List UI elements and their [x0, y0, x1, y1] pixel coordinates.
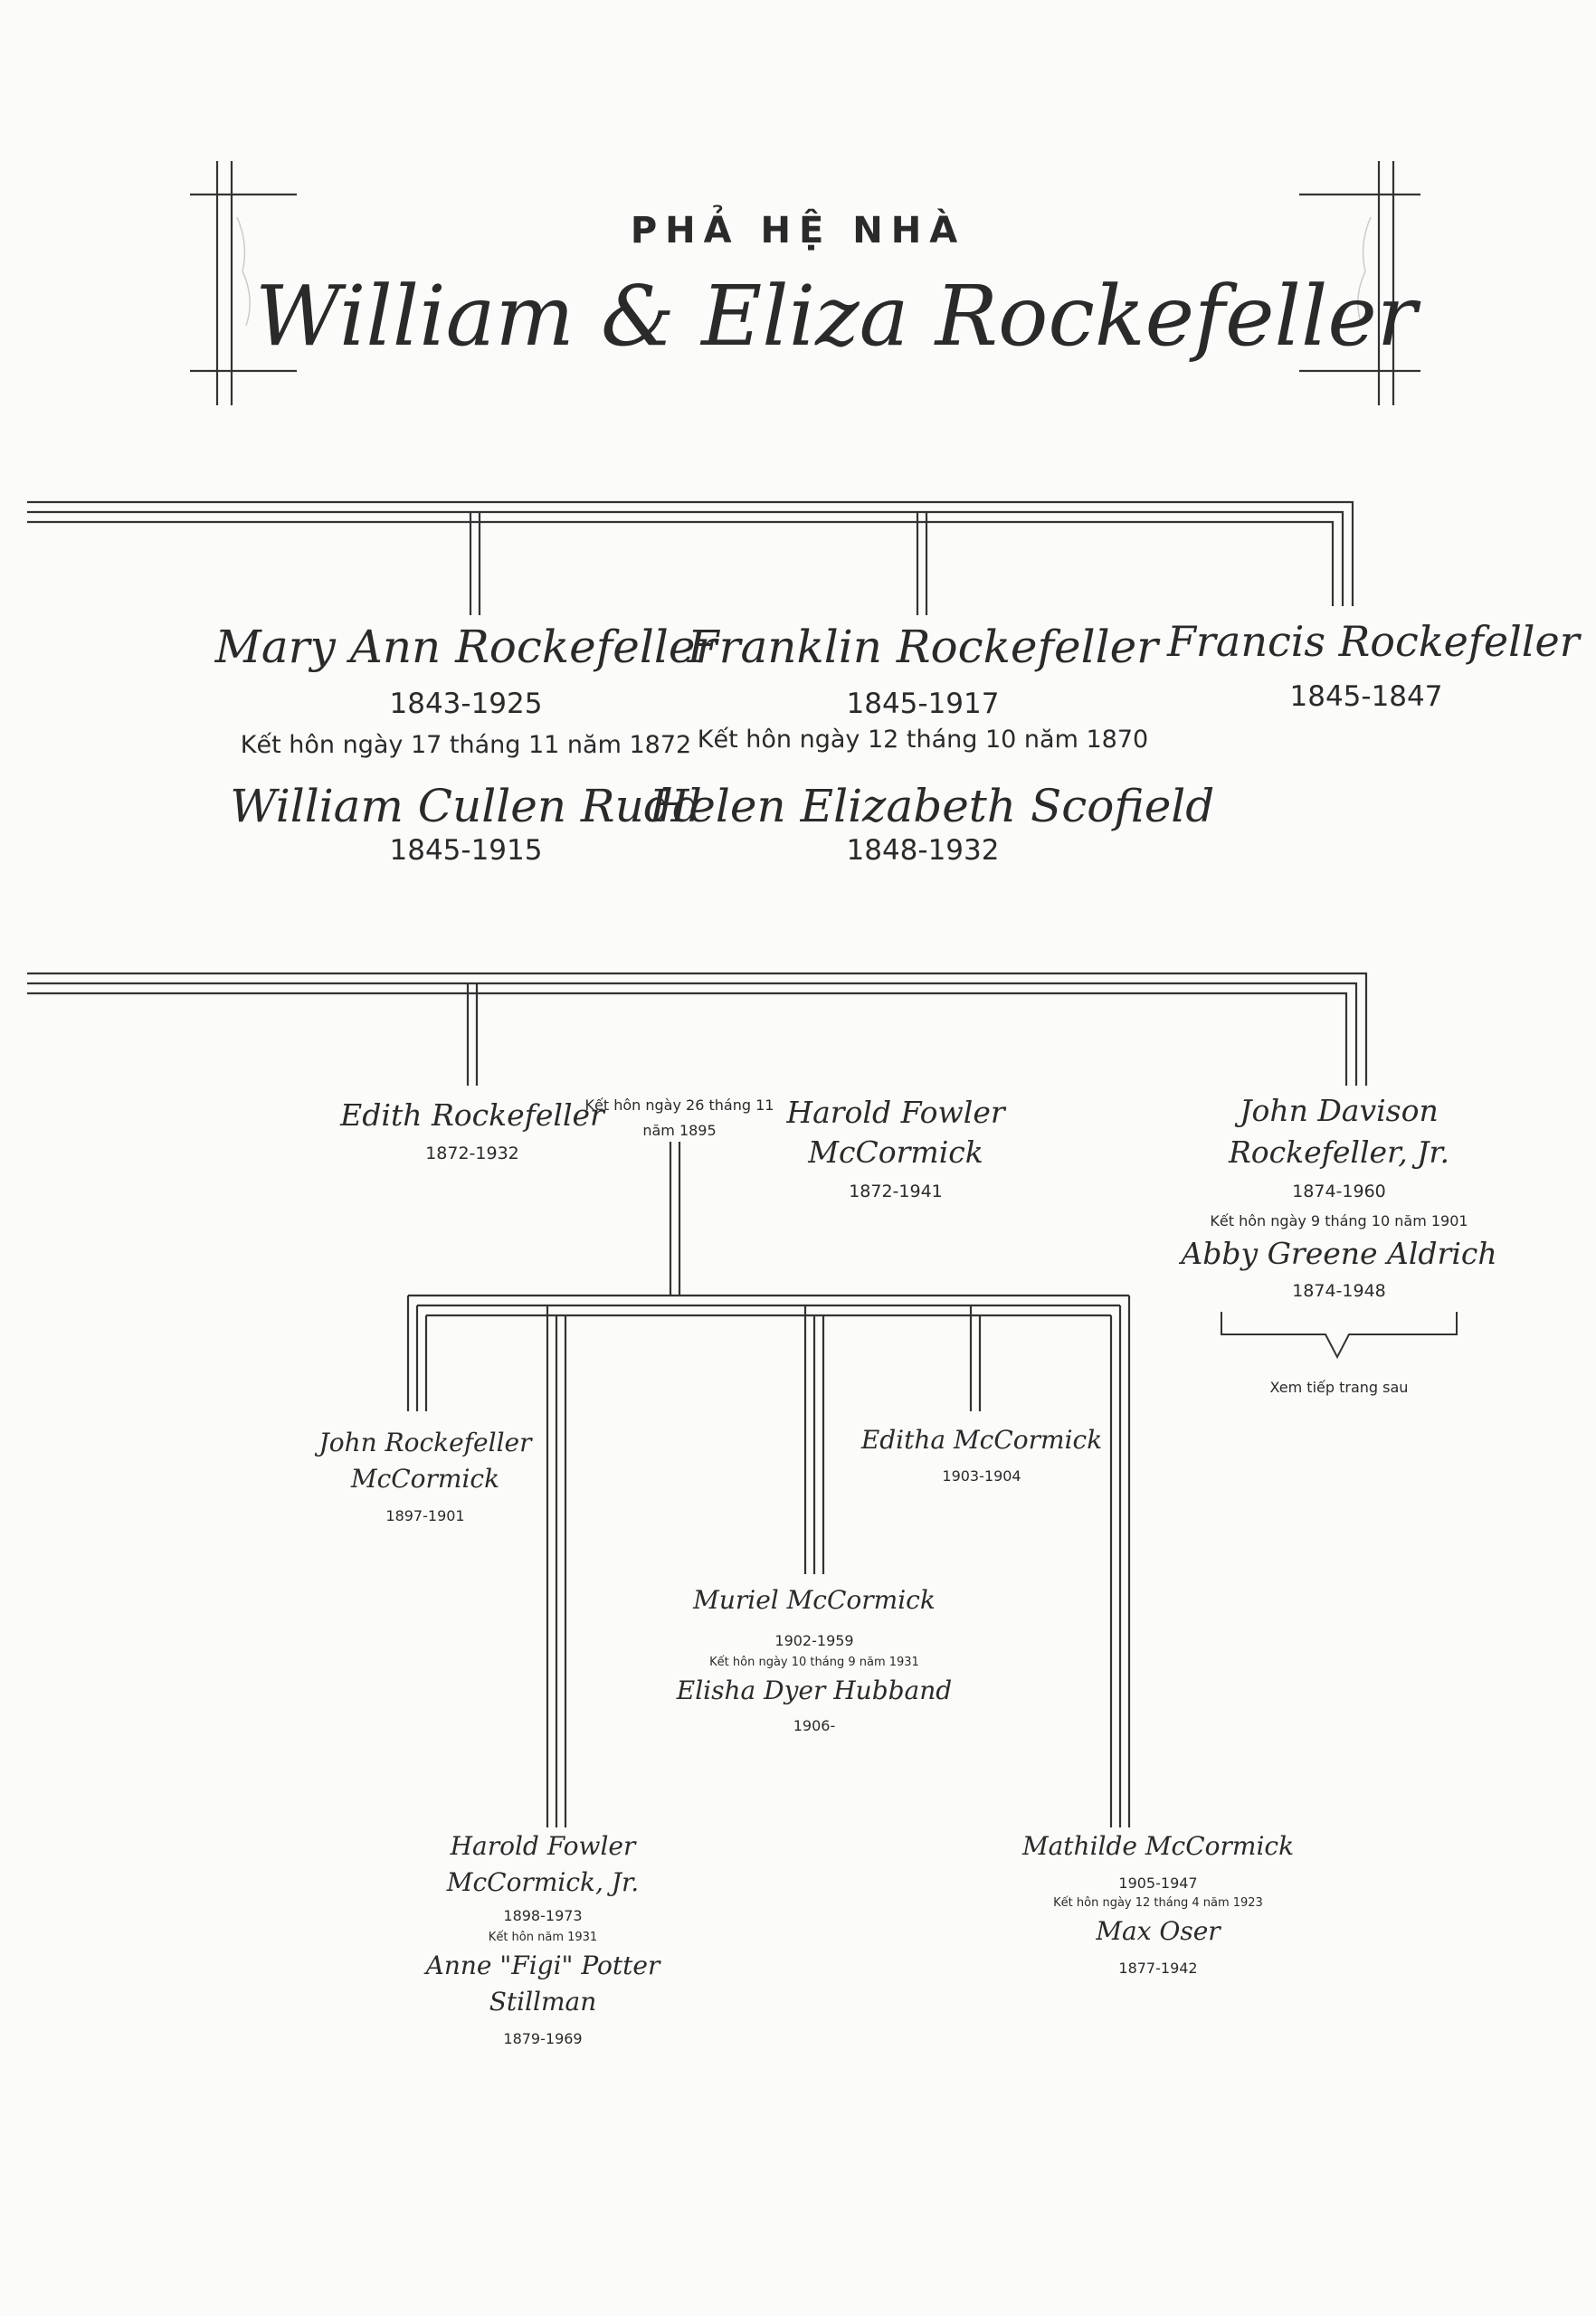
- spouse-years: 1877-1942: [1118, 1960, 1198, 1977]
- spouse-years: 1845-1915: [389, 834, 543, 867]
- marriage-note: Kết hôn ngày 12 tháng 4 năm 1923: [1053, 1896, 1263, 1910]
- person-name-line2: McCormick: [808, 1134, 983, 1170]
- spouse-name: Max Oser: [1096, 1916, 1221, 1946]
- marriage-note: Kết hôn ngày 12 tháng 10 năm 1870: [697, 726, 1149, 754]
- spouse-name: William Cullen Rudd: [230, 780, 702, 832]
- person-years: 1845-1917: [846, 688, 1000, 720]
- spouse-years: 1848-1932: [846, 834, 1000, 867]
- person-years: 1902-1959: [774, 1632, 854, 1649]
- generation1-connector: [27, 500, 1354, 615]
- person-years: 1897-1901: [385, 1507, 465, 1524]
- marriage-note-line1: Kết hôn ngày 26 tháng 11: [584, 1096, 774, 1114]
- person-years: 1872-1932: [425, 1144, 519, 1163]
- marriage-note: Kết hôn ngày 9 tháng 10 năm 1901: [1210, 1212, 1468, 1229]
- person-years: 1872-1941: [849, 1182, 943, 1201]
- person-years: 1905-1947: [1118, 1875, 1198, 1892]
- header-frame: [190, 161, 1420, 405]
- spouse-name-line1: Anne "Figi" Potter: [425, 1951, 660, 1980]
- header-title: William & Eliza Rockefeller: [255, 268, 1417, 365]
- marriage-note-line2: năm 1895: [642, 1122, 717, 1139]
- header-subtitle: PHẢ HỆ NHÀ: [630, 210, 966, 252]
- spouse-name: Abby Greene Aldrich: [1181, 1236, 1497, 1271]
- generation3-connector: [406, 1142, 1131, 1827]
- person-name: Francis Rockefeller: [1167, 617, 1580, 666]
- person-name-line1: John Davison: [1240, 1093, 1439, 1128]
- person-years: 1874-1960: [1292, 1182, 1386, 1201]
- spouse-years: 1879-1969: [503, 2030, 583, 2047]
- person-name: Mathilde McCormick: [1021, 1831, 1295, 1861]
- generation2-connector: [27, 972, 1368, 1086]
- person-name: Franklin Rockefeller: [687, 621, 1159, 673]
- spouse-name: Helen Elizabeth Scofield: [649, 780, 1215, 832]
- person-name-line1: Harold Fowler: [450, 1831, 636, 1861]
- person-years: 1898-1973: [503, 1907, 583, 1924]
- person-name-line2: McCormick, Jr.: [446, 1867, 640, 1897]
- spouse-name: Elisha Dyer Hubband: [676, 1675, 953, 1705]
- person-name-line1: John Rockefeller: [318, 1428, 532, 1457]
- marriage-note: Kết hôn ngày 10 tháng 9 năm 1931: [709, 1656, 919, 1669]
- person-name-line2: Rockefeller, Jr.: [1228, 1134, 1450, 1170]
- person-name: Muriel McCormick: [693, 1585, 936, 1615]
- person-name-line1: Harold Fowler: [786, 1095, 1005, 1130]
- person-years: 1843-1925: [389, 688, 543, 720]
- person-name: Mary Ann Rockefeller: [214, 621, 717, 673]
- marriage-note: Kết hôn năm 1931: [488, 1931, 598, 1944]
- continue-bracket: [1221, 1312, 1458, 1360]
- spouse-years: 1906-: [793, 1717, 836, 1734]
- spouse-years: 1874-1948: [1292, 1281, 1386, 1301]
- person-name: Edith Rockefeller: [340, 1097, 604, 1133]
- person-years: 1845-1847: [1289, 680, 1443, 713]
- continue-note: Xem tiếp trang sau: [1269, 1379, 1409, 1396]
- person-name: Editha McCormick: [860, 1425, 1103, 1455]
- marriage-note: Kết hôn ngày 17 tháng 11 năm 1872: [240, 731, 692, 759]
- person-years: 1903-1904: [942, 1467, 1021, 1485]
- person-name-line2: McCormick: [350, 1464, 500, 1494]
- spouse-name-line2: Stillman: [489, 1987, 597, 2017]
